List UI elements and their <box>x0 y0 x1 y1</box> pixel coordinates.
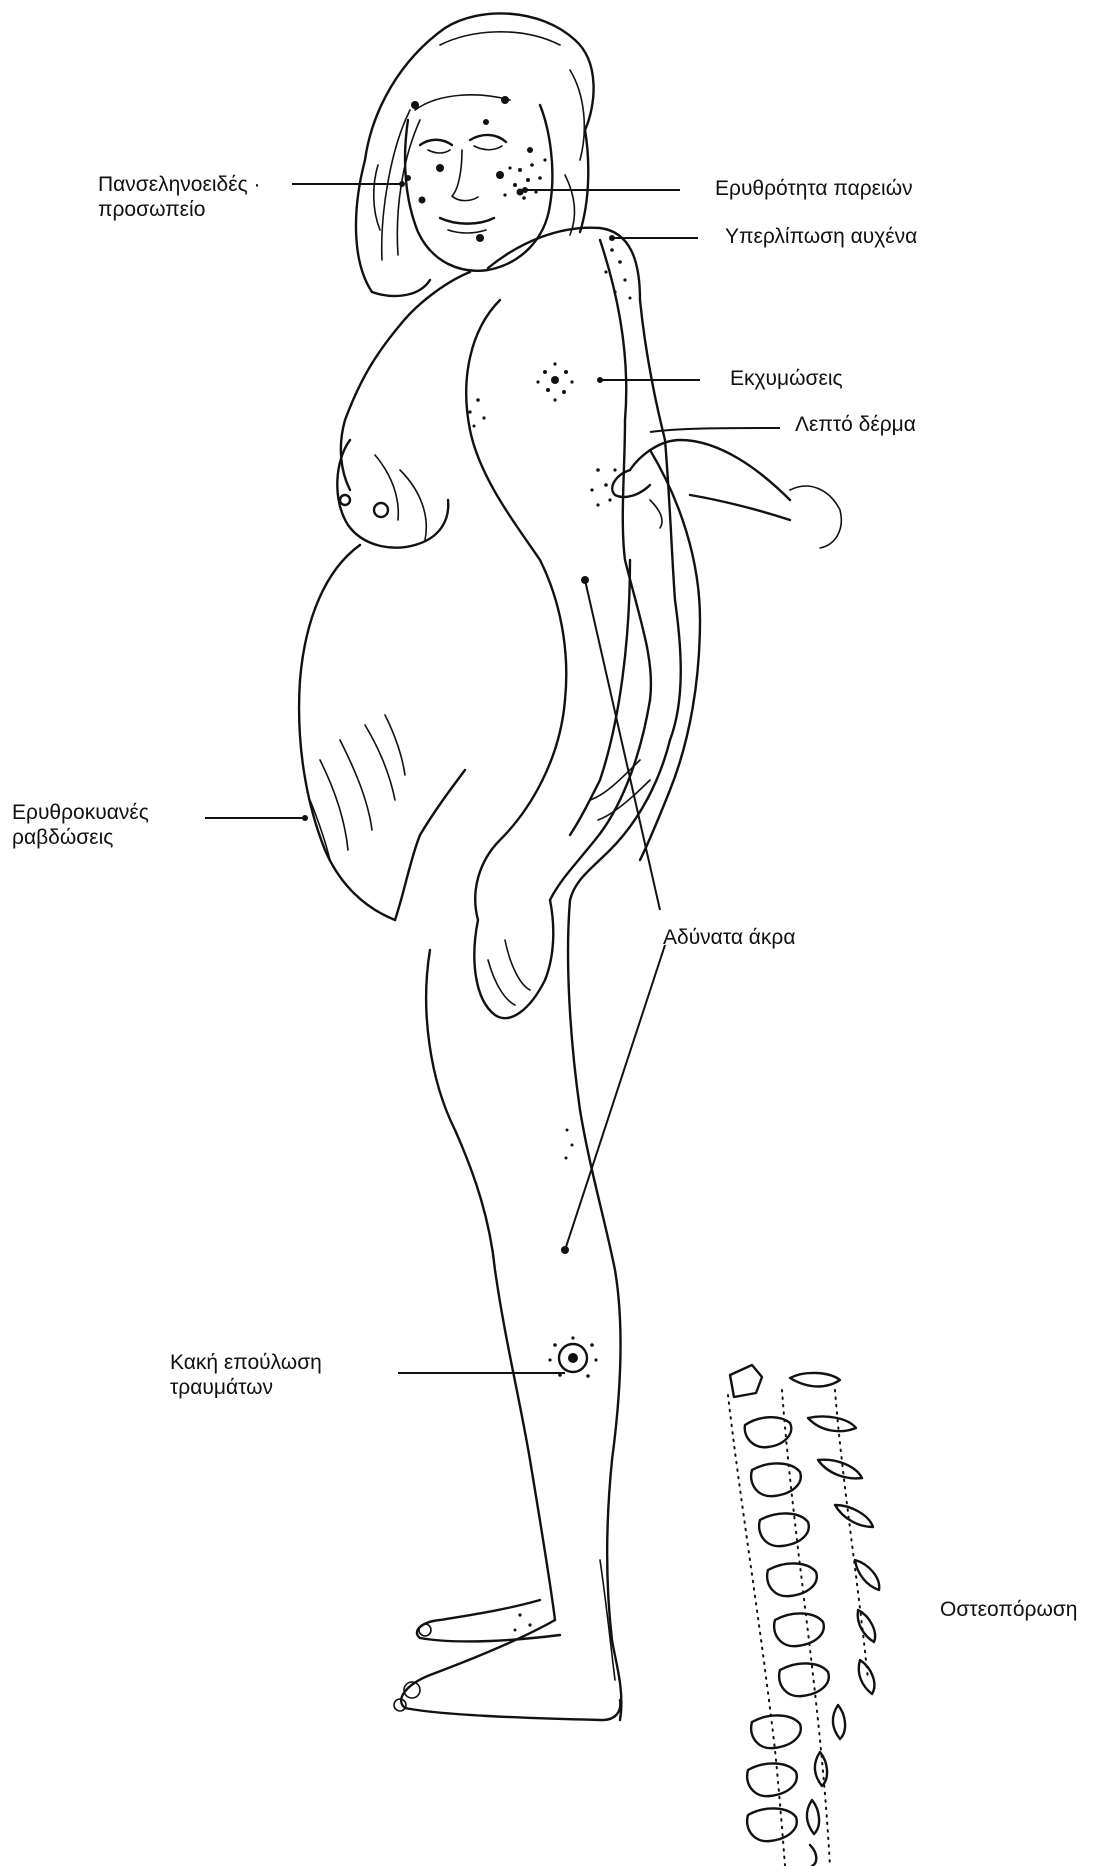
arms <box>466 240 700 1018</box>
label-cheek-redness: Ερυθρότητα παρειών <box>715 176 913 201</box>
label-poor-healing: Κακή επούλωση τραυμάτων <box>170 1350 322 1400</box>
label-moon-face-line1: Πανσεληνοειδές · <box>98 172 261 197</box>
striae-marks <box>310 715 405 860</box>
label-striae: Ερυθροκυανές ραβδώσεις <box>12 800 149 850</box>
label-bruises: Εκχυμώσεις <box>730 366 843 391</box>
label-thin-skin: Λεπτό δέρμα <box>795 412 916 437</box>
label-striae-line1: Ερυθροκυανές <box>12 800 149 825</box>
face <box>405 95 552 271</box>
spine-osteoporosis <box>728 1365 879 1866</box>
label-poor-healing-line2: τραυμάτων <box>170 1375 322 1400</box>
examiner-hand <box>612 440 841 548</box>
label-neck-fat: Υπερλίπωση αυχένα <box>725 224 917 249</box>
leg-wound <box>548 1336 597 1377</box>
label-weak-limbs: Αδύνατα άκρα <box>663 925 796 950</box>
leader-lines <box>205 181 780 1373</box>
label-osteoporosis: Οστεοπόρωση <box>940 1597 1077 1622</box>
label-striae-line2: ραβδώσεις <box>12 825 149 850</box>
hair <box>356 13 594 296</box>
label-moon-face-line2: προσωπείο <box>98 197 261 222</box>
label-moon-face: Πανσεληνοειδές · προσωπείο <box>98 172 261 222</box>
label-poor-healing-line1: Κακή επούλωση <box>170 1350 322 1375</box>
